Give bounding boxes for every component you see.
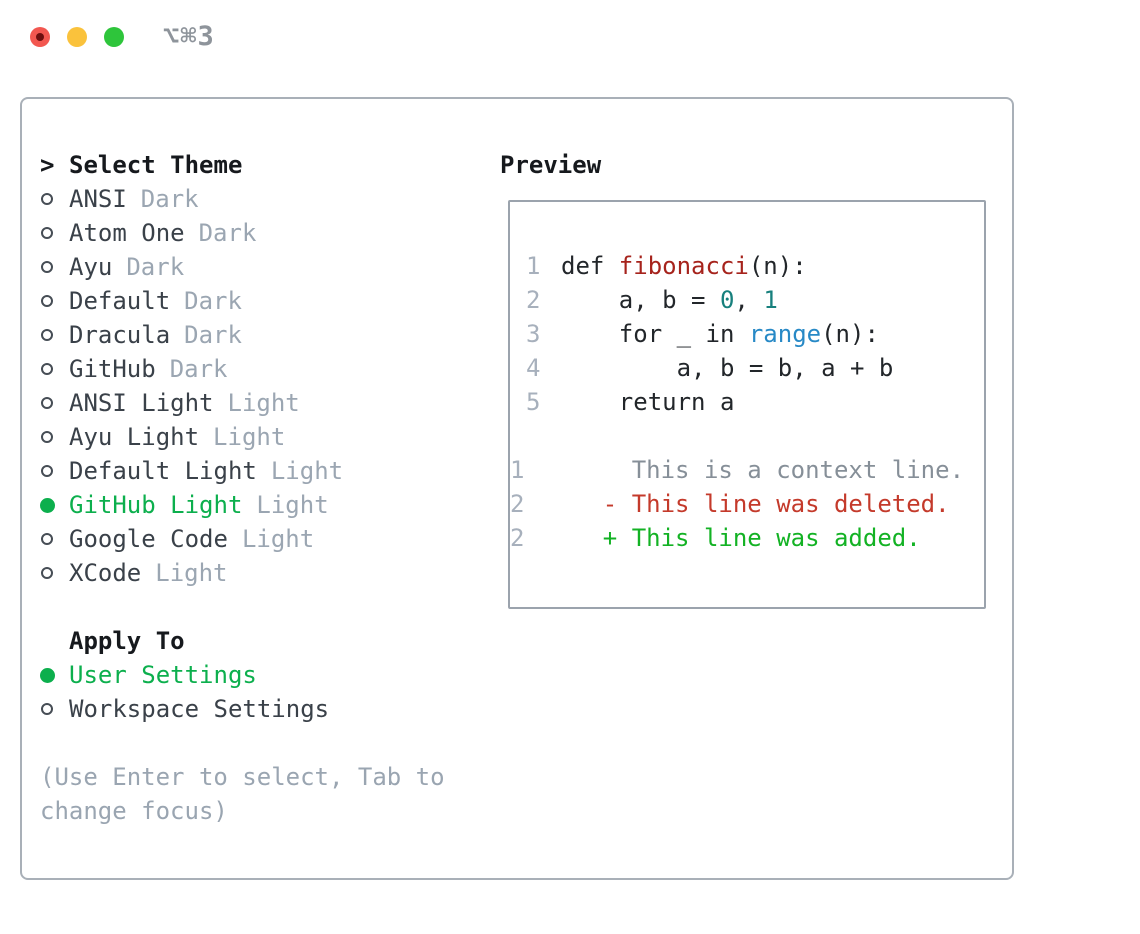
- radio-selected-icon: [40, 667, 69, 683]
- line-number: 4: [526, 354, 541, 382]
- theme-option[interactable]: GitHub Dark: [40, 352, 490, 386]
- theme-variant-tag: Dark: [169, 355, 228, 383]
- diff-line: 2 + This line was added.: [510, 524, 921, 552]
- apply-to-option-label: User Settings: [69, 661, 257, 689]
- apply-to-option[interactable]: Workspace Settings: [40, 692, 490, 726]
- theme-option-label: Google Code: [69, 525, 228, 553]
- theme-variant-tag: Light: [241, 525, 315, 553]
- theme-option[interactable]: Atom One Dark: [40, 216, 490, 250]
- select-theme-title: Select Theme: [69, 151, 243, 179]
- theme-option[interactable]: ANSI Dark: [40, 182, 490, 216]
- theme-variant-tag: Dark: [184, 287, 242, 315]
- theme-option-label: GitHub Light: [69, 491, 243, 519]
- theme-option-label: ANSI Light: [69, 389, 214, 417]
- theme-option[interactable]: Ayu Light Light: [40, 420, 490, 454]
- line-number: 1: [510, 456, 525, 484]
- theme-variant-tag: Light: [270, 457, 344, 485]
- theme-option-label: Dracula: [69, 321, 171, 349]
- theme-option[interactable]: ANSI Light Light: [40, 386, 490, 420]
- window-title: ⌥⌘3: [163, 21, 215, 52]
- line-number: 2: [526, 286, 541, 314]
- line-number: 1: [526, 252, 541, 280]
- diff-preview: 1 This is a context line. 2 - This line w…: [510, 453, 984, 555]
- radio-icon: [40, 567, 69, 579]
- radio-icon: [40, 295, 69, 307]
- diff-line: 1 This is a context line.: [510, 456, 965, 484]
- spacer: [40, 590, 490, 624]
- theme-option[interactable]: Google Code Light: [40, 522, 490, 556]
- radio-icon: [40, 533, 69, 545]
- titlebar: ⌥⌘3: [0, 0, 1140, 74]
- theme-variant-tag: Dark: [184, 321, 242, 349]
- apply-to-option-label: Workspace Settings: [69, 695, 330, 723]
- code-line: 2 a, b = 0, 1: [526, 286, 778, 314]
- radio-icon: [40, 465, 69, 477]
- theme-variant-tag: Light: [213, 423, 286, 451]
- radio-icon: [40, 703, 69, 715]
- help-text-line: change focus): [40, 797, 228, 825]
- radio-icon: [40, 329, 69, 341]
- spacer: [40, 726, 490, 760]
- apply-to-option[interactable]: User Settings: [40, 658, 490, 692]
- theme-option[interactable]: Default Dark: [40, 284, 490, 318]
- radio-icon: [40, 431, 69, 443]
- radio-selected-icon: [40, 497, 69, 513]
- theme-option-label: Ayu: [69, 253, 113, 281]
- theme-option[interactable]: Default Light Light: [40, 454, 490, 488]
- select-theme-header: > Select Theme: [40, 148, 490, 182]
- theme-option[interactable]: Ayu Dark: [40, 250, 490, 284]
- radio-icon: [40, 363, 69, 375]
- theme-option-label: Ayu Light: [69, 423, 200, 451]
- help-text: (Use Enter to select, Tab to change focus…: [40, 760, 490, 828]
- code-line: 4 a, b = b, a + b: [526, 354, 894, 382]
- theme-variant-tag: Dark: [126, 253, 185, 281]
- theme-option-label: ANSI: [69, 185, 127, 213]
- theme-option-label: GitHub: [69, 355, 156, 383]
- theme-variant-tag: Light: [155, 559, 228, 587]
- theme-option-label: Default: [69, 287, 171, 315]
- zoom-button[interactable]: [104, 27, 124, 47]
- theme-option[interactable]: XCode Light: [40, 556, 490, 590]
- close-button[interactable]: [30, 27, 50, 47]
- theme-option-label: Atom One: [69, 219, 185, 247]
- theme-option-label: XCode: [69, 559, 142, 587]
- code-line: 5 return a: [526, 388, 735, 416]
- radio-icon: [40, 261, 69, 273]
- line-number: 5: [526, 388, 541, 416]
- radio-icon: [40, 227, 69, 239]
- line-number: 3: [526, 320, 541, 348]
- diff-line: 2 - This line was deleted.: [510, 490, 950, 518]
- theme-variant-tag: Light: [256, 491, 329, 519]
- preview-title: Preview: [500, 151, 602, 179]
- radio-icon: [40, 193, 69, 205]
- cursor-chevron-icon: >: [40, 151, 55, 179]
- theme-variant-tag: Dark: [140, 185, 199, 213]
- code-line: 3 for _ in range(n):: [526, 320, 879, 348]
- radio-icon: [40, 397, 69, 409]
- theme-option[interactable]: GitHub Light Light: [40, 488, 490, 522]
- theme-variant-tag: Light: [227, 389, 300, 417]
- apply-to-title: Apply To: [69, 627, 185, 655]
- theme-option[interactable]: Dracula Dark: [40, 318, 490, 352]
- line-number: 2: [510, 524, 525, 552]
- theme-option-label: Default Light: [69, 457, 257, 485]
- line-number: 2: [510, 490, 525, 518]
- minimize-button[interactable]: [67, 27, 87, 47]
- apply-to-header: Apply To: [40, 624, 490, 658]
- theme-variant-tag: Dark: [198, 219, 257, 247]
- help-text-line: (Use Enter to select, Tab to: [40, 763, 445, 791]
